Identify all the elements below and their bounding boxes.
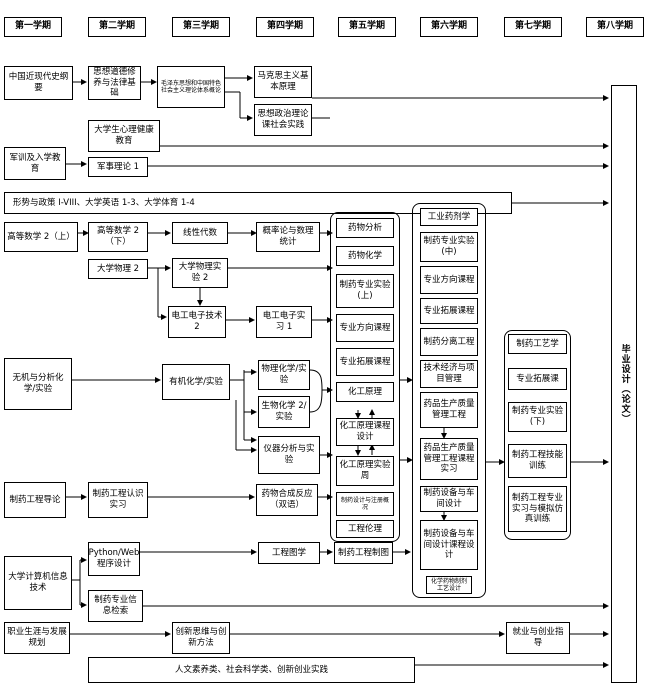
group6-item-7: 药品生产质量管理工程 <box>420 392 478 428</box>
course-employment: 就业与创业指导 <box>506 622 570 654</box>
course-pharma-drawing: 制药工程制图 <box>334 542 393 564</box>
semester-1-header: 第一学期 <box>4 17 62 37</box>
course-linear-algebra: 线性代数 <box>172 222 228 244</box>
course-electrical-tech: 电工电子技术 2 <box>168 306 226 338</box>
group5-item-5: 专业拓展课程 <box>336 348 394 376</box>
course-humanities: 人文素养类、社会科学类、创新创业实践 <box>88 657 415 683</box>
course-modern-history: 中国近现代史纲要 <box>4 66 73 100</box>
course-biochemistry: 生物化学 2/实验 <box>258 396 310 428</box>
semester-4-header: 第四学期 <box>256 17 314 37</box>
semester-2-header: 第二学期 <box>88 17 146 37</box>
course-physics: 大学物理 2 <box>88 259 148 279</box>
course-career-planning: 职业生涯与发展规划 <box>4 622 70 654</box>
semester-5-header: 第五学期 <box>338 17 396 37</box>
course-morality-law: 思想道德修养与法律基础 <box>88 66 141 100</box>
group6-item-3: 专业方向课程 <box>420 266 478 294</box>
course-drug-synthesis: 药物合成反应（双语） <box>256 484 318 516</box>
course-marxism: 马克思主义基本原理 <box>254 66 312 98</box>
group7-item-2: 专业拓展课 <box>508 368 567 390</box>
course-organic-chemistry: 有机化学/实验 <box>162 364 230 400</box>
course-probability: 概率论与数理统计 <box>256 222 320 252</box>
group5-item-8: 化工原理实验周 <box>336 456 394 486</box>
group7-item-5: 制药工程专业实习与模拟仿真训练 <box>508 486 567 532</box>
semester-5-group <box>330 212 400 542</box>
group6-item-9: 制药设备与车间设计 <box>420 486 478 512</box>
course-politics-practice: 思想政治理论课社会实践 <box>254 104 312 136</box>
course-physical-chemistry: 物理化学/实验 <box>258 360 310 390</box>
group6-item-1: 工业药剂学 <box>420 208 478 226</box>
course-inorganic-chemistry: 无机与分析化学/实验 <box>4 358 72 410</box>
group5-item-3: 制药专业实验(上) <box>336 274 394 308</box>
group6-item-4: 专业拓展课程 <box>420 298 478 324</box>
course-physics-lab: 大学物理实验 2 <box>172 258 228 288</box>
course-innovation: 创新思维与创新方法 <box>172 622 230 654</box>
course-math-1: 高等数学 2（上） <box>4 222 78 252</box>
group5-item-1: 药物分析 <box>336 218 394 238</box>
course-python-web: Python/Web程序设计 <box>88 542 140 576</box>
group6-item-11: 化学药物制剂工艺设计 <box>426 576 472 594</box>
course-policy-english-pe: 形势与政策 I-VIII、大学英语 1-3、大学体育 1-4 <box>4 192 512 214</box>
course-mental-health: 大学生心理健康教育 <box>88 120 160 152</box>
group5-item-4: 专业方向课程 <box>336 314 394 342</box>
group6-item-8: 药品生产质量管理工程课程实习 <box>420 438 478 480</box>
group7-item-1: 制药工艺学 <box>508 334 567 354</box>
course-pharma-intro: 制药工程导论 <box>4 482 66 518</box>
group5-item-2: 药物化学 <box>336 246 394 266</box>
group6-item-2: 制药专业实验(中) <box>420 232 478 262</box>
graduation-thesis: 毕业设计（论文） <box>611 85 637 683</box>
course-computer-tech: 大学计算机信息技术 <box>4 556 72 610</box>
group5-item-6: 化工原理 <box>336 382 394 402</box>
course-military-training: 军训及入学教育 <box>4 147 66 180</box>
semester-3-header: 第三学期 <box>172 17 230 37</box>
course-instrument-analysis: 仪器分析与实验 <box>258 436 320 474</box>
course-pharma-cognition: 制药工程认识实习 <box>88 482 148 518</box>
group6-item-6: 技术经济与项目管理 <box>420 360 478 388</box>
group6-item-10: 制药设备与车间设计课程设计 <box>420 520 478 570</box>
semester-6-header: 第六学期 <box>420 17 478 37</box>
group5-item-7: 化工原理课程设计 <box>336 418 394 446</box>
course-mao-theory: 毛泽东思想和中国特色社会主义理论体系概论 <box>157 66 225 108</box>
semester-6-group <box>412 203 486 598</box>
semester-7-group <box>504 330 571 540</box>
group5-item-9: 制药设计与注册概况 <box>336 492 394 516</box>
course-military-theory: 军事理论 1 <box>88 157 148 177</box>
course-electrical-practice: 电工电子实习 1 <box>256 306 312 338</box>
course-math-2: 高等数学 2（下） <box>88 222 148 252</box>
group5-item-10: 工程伦理 <box>336 520 394 538</box>
course-engineering-drawing: 工程图学 <box>258 542 320 564</box>
course-info-retrieval: 制药专业信息检索 <box>88 590 143 622</box>
semester-8-header: 第八学期 <box>586 17 644 37</box>
group7-item-3: 制药专业实验(下) <box>508 402 567 432</box>
semester-7-header: 第七学期 <box>504 17 562 37</box>
group7-item-4: 制药工程技能训练 <box>508 444 567 478</box>
group6-item-5: 制药分离工程 <box>420 328 478 356</box>
